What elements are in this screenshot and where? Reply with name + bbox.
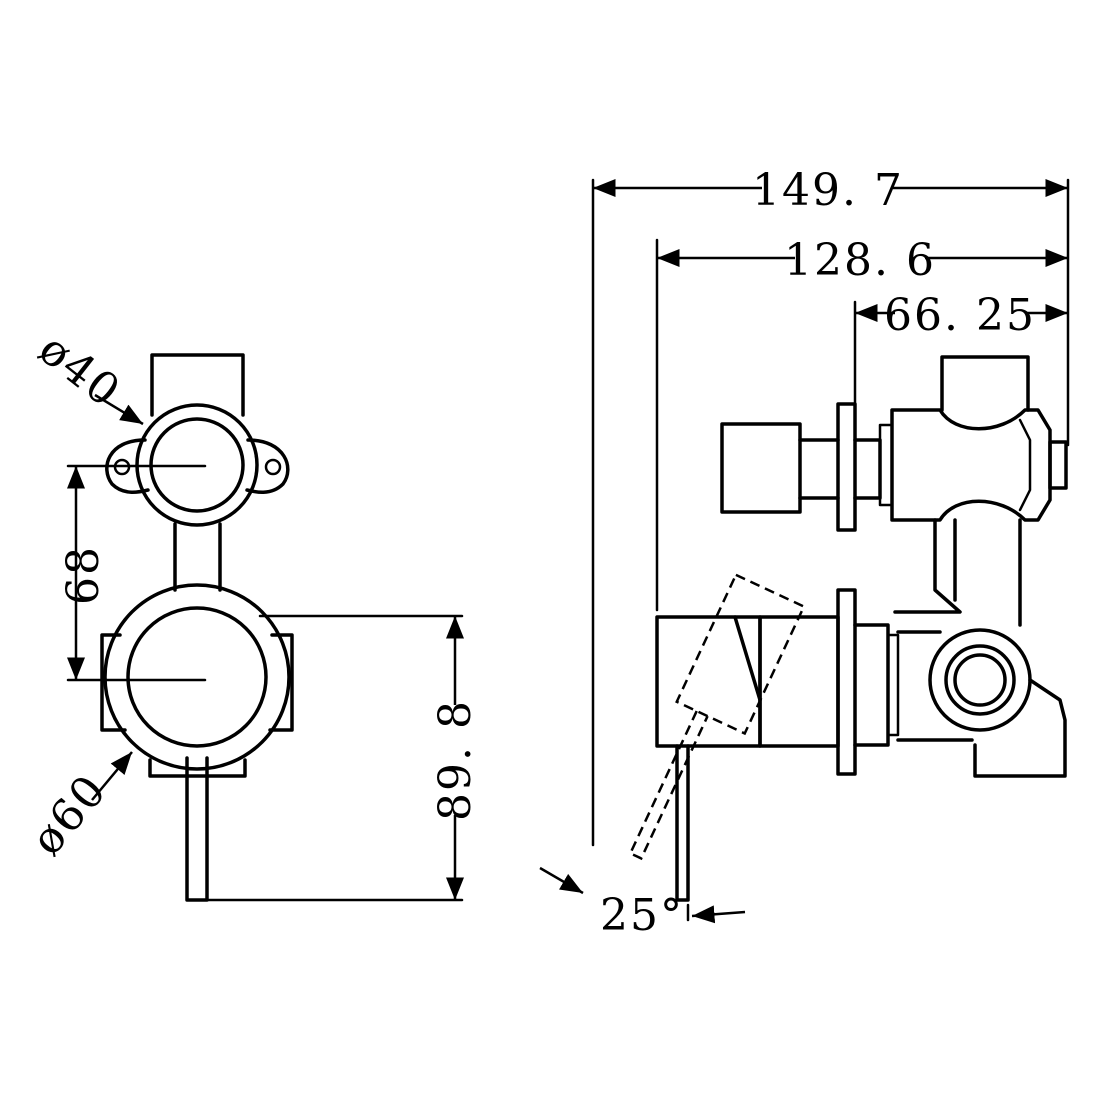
angle-arrow-right: [691, 905, 746, 924]
front-view: 68 89. 8 ø40 ø60: [21, 323, 481, 902]
lever-hub-bevel: [733, 615, 762, 702]
right-mounting-ear: [245, 438, 290, 494]
lever-hub: [655, 615, 762, 748]
upper-wall-plate: [836, 402, 857, 532]
mixer-plate-inner: [126, 606, 268, 748]
diverter-knob: [720, 422, 802, 514]
rear-cap: [1048, 440, 1068, 490]
side-lever: [675, 744, 690, 902]
side-view: 149. 7 128. 6 66. 25: [539, 165, 1070, 941]
lower-collar: [853, 623, 890, 747]
diverter-spindle: [798, 438, 840, 500]
mixer-lever: [185, 756, 209, 902]
lower-inlet-bore: [953, 653, 1007, 707]
upper-thread: [878, 423, 894, 507]
body-left-edge: [100, 633, 127, 732]
top-inlet-block: [150, 353, 245, 417]
upper-diameter-leader: [94, 393, 144, 426]
rotated-hub-outline: [675, 573, 806, 736]
lower-valve-edges: [896, 630, 974, 742]
lower-outlet-block: [973, 678, 1067, 778]
overall-depth-label: 149. 7: [752, 165, 904, 216]
lever-length-label: 89. 8: [430, 699, 481, 821]
centre-distance-label: 68: [58, 545, 109, 605]
angle-arrow-left: [539, 866, 584, 895]
lower-sleeve: [758, 615, 840, 748]
depth-to-plate-label: 128. 6: [784, 235, 936, 286]
body-right-edge: [268, 633, 294, 732]
upper-inlet-pipe: [940, 355, 1030, 412]
rotated-lever-outline: [628, 710, 709, 861]
valve-body-seam: [1018, 418, 1032, 512]
lower-diameter-label: ø60: [21, 765, 117, 866]
rotated-lever-ghost: [628, 573, 806, 861]
lower-diameter-leader: [91, 751, 133, 801]
lower-inlet-ring: [944, 644, 1016, 716]
upper-valve-body: [890, 408, 1052, 522]
passage-front: [893, 518, 962, 614]
lower-thread: [886, 633, 900, 737]
mixer-plate-outer: [103, 583, 291, 771]
body-bottom-block: [148, 758, 247, 778]
body-neck: [173, 522, 222, 592]
body-depth-label: 66. 25: [884, 290, 1036, 341]
upper-diameter-label: ø40: [29, 323, 130, 418]
left-mounting-ear: [105, 438, 150, 494]
right-mount-hole: [264, 458, 282, 476]
upper-collar: [853, 438, 882, 500]
lower-wall-plate: [836, 588, 857, 776]
lever-angle-label: 25°: [600, 890, 684, 941]
